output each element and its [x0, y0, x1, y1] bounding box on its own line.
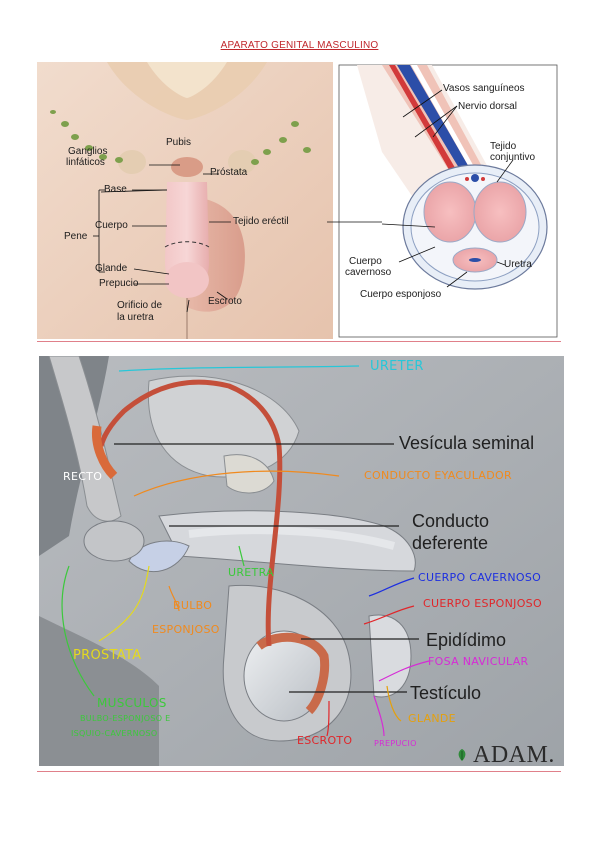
label-tejido-erectil: Tejido eréctil: [233, 216, 289, 227]
label-base: Base: [104, 184, 127, 195]
label-vesicula-seminal: Vesícula seminal: [399, 433, 535, 453]
label-uretra: Uretra: [504, 259, 532, 270]
hw-bulbo-1: BULBO: [173, 599, 213, 612]
adam-logo: ADAM.: [473, 742, 555, 768]
hw-escroto: ESCROTO: [297, 734, 353, 747]
label-linfaticos: linfáticos: [66, 157, 105, 168]
label-cuerpo-cav-1: Cuerpo: [349, 256, 382, 267]
hw-conducto-eyaculador: CONDUCTO EYACULADOR: [364, 469, 512, 482]
hw-bulbo-2: ESPONJOSO: [152, 623, 220, 636]
external-anatomy-illustration: [37, 62, 558, 339]
label-vasos: Vasos sanguíneos: [443, 83, 525, 94]
label-cuerpo: Cuerpo: [95, 220, 128, 231]
hw-uretra: URETRA: [228, 566, 274, 579]
bottom-separator-line: [37, 771, 561, 772]
adam-leaf-icon: [458, 749, 466, 761]
label-orificio-1: Orificio de: [117, 300, 163, 311]
label-pubis: Pubis: [166, 137, 192, 148]
label-testiculo: Testículo: [410, 683, 482, 703]
hw-cuerpo-cavernoso: CUERPO CAVERNOSO: [418, 571, 542, 584]
label-escroto: Escroto: [208, 296, 242, 307]
hw-musculos-2: BULBO-ESPONJOSO E: [80, 714, 171, 723]
label-pene: Pene: [64, 231, 88, 242]
hw-glande: GLANDE: [408, 712, 456, 725]
label-tejido-1: Tejido: [490, 141, 517, 152]
label-cuerpo-esp: Cuerpo esponjoso: [360, 289, 442, 300]
label-tejido-2: conjuntivo: [490, 152, 536, 163]
hw-ureter: URETER: [370, 359, 424, 374]
hw-fosa-navicular: FOSA NAVICULAR: [428, 655, 529, 668]
sagittal-section-illustration: [39, 356, 564, 766]
label-conducto-1: Conducto: [412, 511, 490, 531]
label-ganglios: Ganglios: [68, 146, 108, 157]
hw-prepucio: PREPUCIO: [374, 739, 417, 748]
label-conducto-2: deferente: [412, 533, 489, 553]
label-cuerpo-cav-2: cavernoso: [345, 267, 392, 278]
label-orificio-2: la uretra: [117, 312, 154, 323]
hw-musculos-1: MUSCULOS: [97, 696, 167, 710]
label-prostata: Próstata: [210, 167, 248, 178]
label-nervio: Nervio dorsal: [458, 101, 517, 112]
page-title: APARATO GENITAL MASCULINO: [220, 40, 379, 51]
hw-recto: RECTO: [63, 470, 103, 483]
label-glande: Glande: [95, 263, 128, 274]
hw-musculos-3: ISQUIO-CAVERNOSO: [71, 729, 158, 738]
hw-cuerpo-esponjoso: CUERPO ESPONJOSO: [423, 597, 542, 610]
separator-line: [37, 341, 561, 342]
label-epididimo: Epidídimo: [426, 630, 507, 650]
hw-prostata: PROSTATA: [73, 648, 142, 663]
label-prepucio: Prepucio: [99, 278, 139, 289]
